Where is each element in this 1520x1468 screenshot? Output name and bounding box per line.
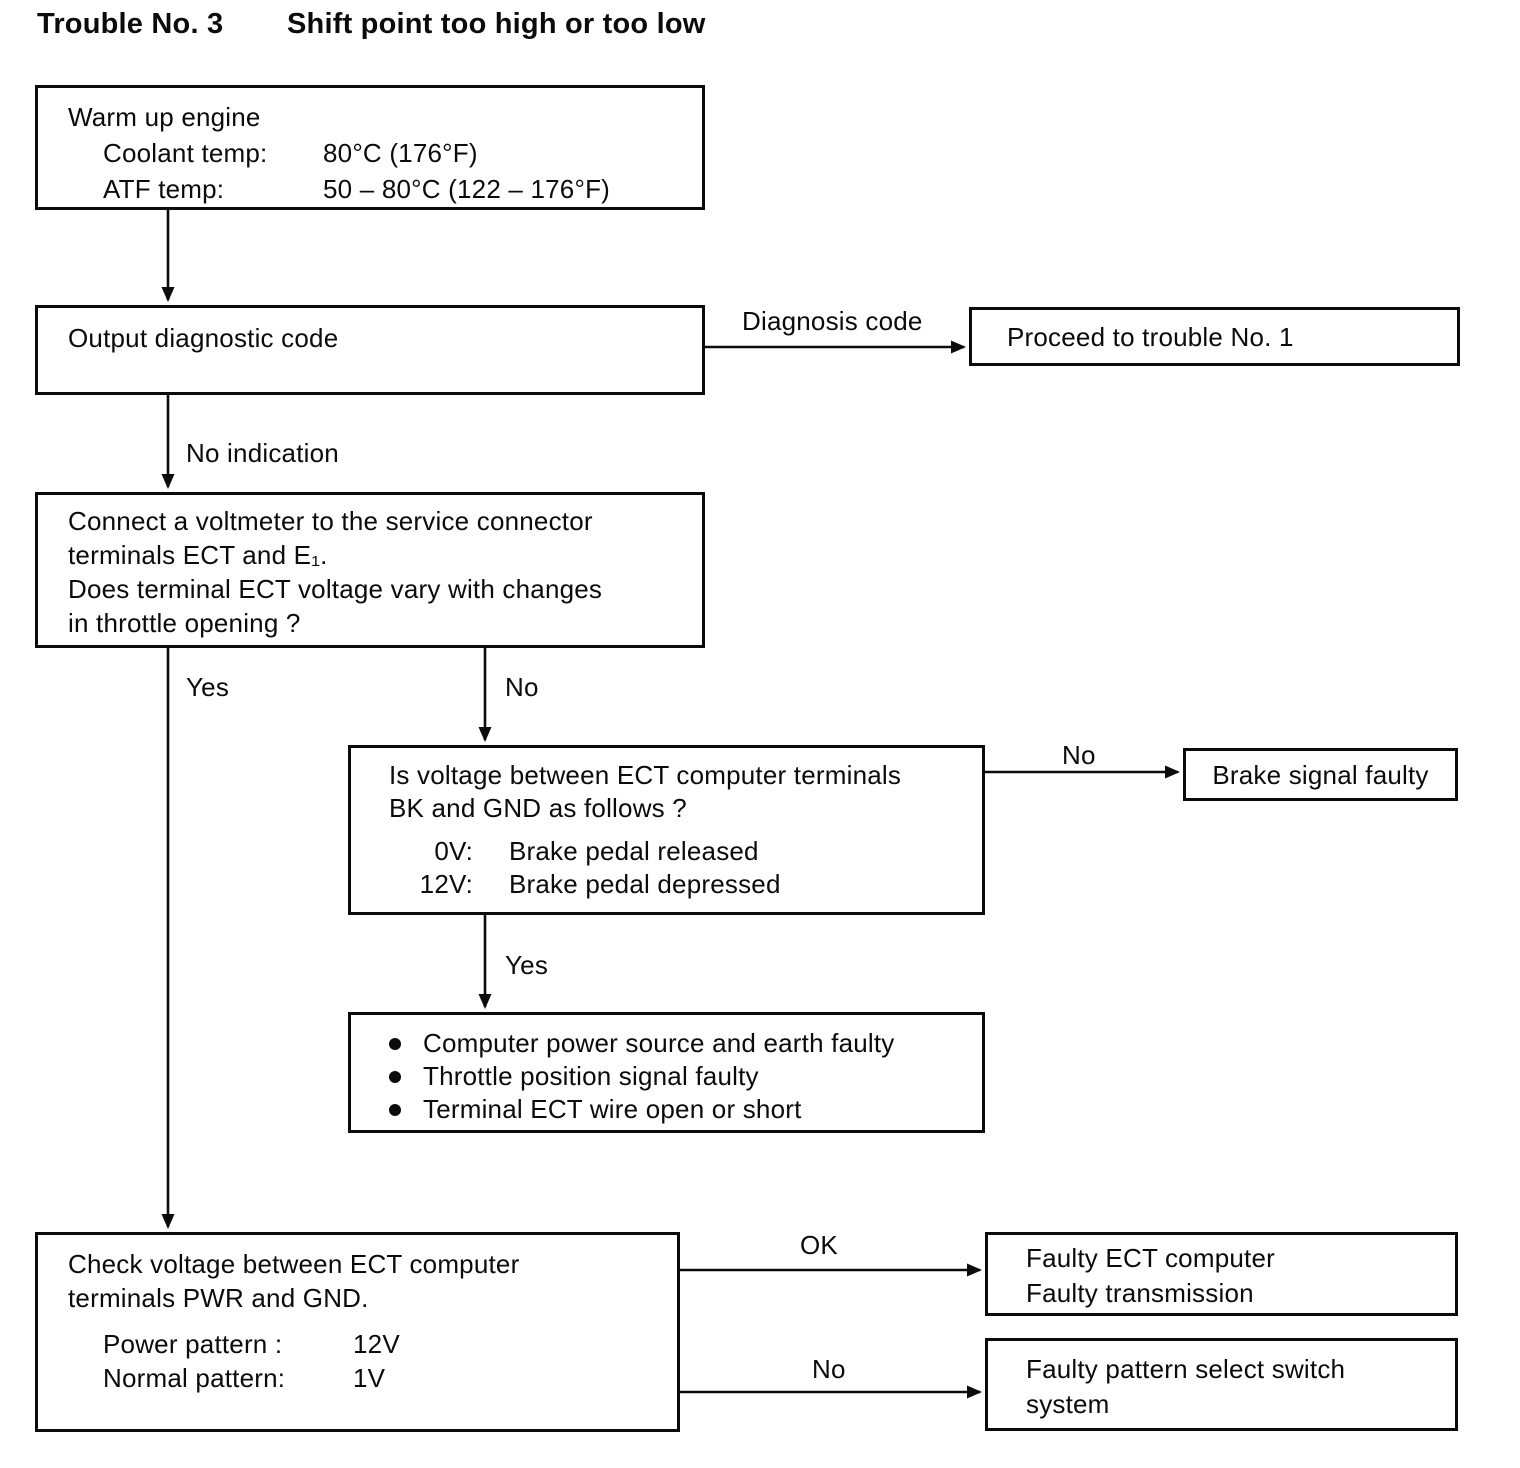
power-pattern-label: Power pattern : [103, 1329, 283, 1359]
voltmeter-line-1: Connect a voltmeter to the service conne… [68, 506, 593, 536]
edge-label-no-voltmeter: No [505, 672, 539, 702]
pwr-gnd-row-power: Power pattern : 12V [38, 1327, 677, 1361]
edge-label-no-indication: No indication [186, 438, 339, 468]
pwr-gnd-value-rows: Power pattern : 12V Normal pattern: 1V [38, 1327, 677, 1395]
bk-gnd-0v-value: Brake pedal released [509, 836, 759, 866]
normal-pattern-value: 1V [353, 1363, 386, 1393]
flow-node-fault-causes: Computer power source and earth faulty T… [348, 1012, 985, 1133]
coolant-temp-value: 80°C (176°F) [323, 138, 478, 168]
edge-label-diagnosis-code: Diagnosis code [742, 306, 923, 336]
flow-node-proceed-trouble-1: Proceed to trouble No. 1 [969, 307, 1460, 366]
bk-gnd-0v-label: 0V: [434, 836, 473, 866]
bullet-icon [389, 1103, 401, 1116]
faulty-ect-line-2: Faulty transmission [1026, 1278, 1254, 1308]
bk-gnd-12v-value: Brake pedal depressed [509, 869, 781, 899]
coolant-temp-label: Coolant temp: [103, 138, 268, 168]
output-code-text: Output diagnostic code [68, 323, 339, 353]
atf-temp-label: ATF temp: [103, 174, 225, 204]
cause-item: Computer power source and earth faulty [351, 1027, 982, 1060]
pwr-gnd-row-normal: Normal pattern: 1V [38, 1361, 677, 1395]
cause-item: Throttle position signal faulty [351, 1060, 982, 1093]
bk-gnd-row-0v: 0V: Brake pedal released [351, 835, 982, 868]
bk-gnd-line-2: BK and GND as follows ? [389, 793, 687, 823]
normal-pattern-label: Normal pattern: [103, 1363, 286, 1393]
cause-item-text: Throttle position signal faulty [423, 1061, 759, 1091]
page-title-number: Trouble No. 3 [37, 8, 224, 40]
bk-gnd-value-rows: 0V: Brake pedal released 12V: Brake peda… [351, 835, 982, 901]
edge-label-yes-bkgnd: Yes [505, 950, 549, 980]
voltmeter-line-2: terminals ECT and E₁. [68, 540, 328, 570]
proceed-text: Proceed to trouble No. 1 [1007, 321, 1294, 352]
page-title-text: Shift point too high or too low [287, 8, 706, 40]
flow-node-connect-voltmeter: Connect a voltmeter to the service conne… [35, 492, 705, 648]
voltmeter-line-3: Does terminal ECT voltage vary with chan… [68, 574, 603, 604]
power-pattern-value: 12V [353, 1329, 400, 1359]
cause-item: Terminal ECT wire open or short [351, 1093, 982, 1126]
warm-up-row-coolant: Coolant temp: 80°C (176°F) [68, 135, 702, 171]
voltmeter-line-4: in throttle opening ? [68, 608, 301, 638]
bk-gnd-line-1: Is voltage between ECT computer terminal… [389, 760, 902, 790]
flow-node-brake-signal-faulty: Brake signal faulty [1183, 748, 1458, 801]
faulty-pattern-line-1: Faulty pattern select switch [1026, 1354, 1346, 1384]
flow-node-warm-up-engine: Warm up engine Coolant temp: 80°C (176°F… [35, 85, 705, 210]
edge-label-no-bkgnd: No [1062, 740, 1096, 770]
flow-node-faulty-ect-computer: Faulty ECT computer Faulty transmission [985, 1232, 1458, 1316]
edge-label-no-pwr: No [812, 1354, 846, 1384]
edge-label-ok-pwr: OK [800, 1230, 838, 1260]
pwr-gnd-line-1: Check voltage between ECT computer [68, 1249, 520, 1279]
brake-faulty-text: Brake signal faulty [1212, 759, 1429, 790]
flow-node-output-diagnostic-code: Output diagnostic code [35, 305, 705, 395]
cause-item-text: Computer power source and earth faulty [423, 1028, 895, 1058]
cause-item-text: Terminal ECT wire open or short [423, 1094, 802, 1124]
bullet-icon [389, 1070, 401, 1083]
edge-label-yes-voltmeter: Yes [186, 672, 230, 702]
flow-node-faulty-pattern-select: Faulty pattern select switch system [985, 1338, 1458, 1431]
warm-up-row-atf: ATF temp: 50 – 80°C (122 – 176°F) [68, 171, 702, 207]
faulty-ect-line-1: Faulty ECT computer [1026, 1243, 1275, 1273]
bullet-icon [389, 1037, 401, 1050]
bk-gnd-12v-label: 12V: [419, 869, 473, 899]
pwr-gnd-line-2: terminals PWR and GND. [68, 1283, 369, 1313]
warm-up-title: Warm up engine [68, 102, 261, 132]
bk-gnd-row-12v: 12V: Brake pedal depressed [351, 868, 982, 901]
faulty-pattern-line-2: system [1026, 1389, 1110, 1419]
flow-node-bk-gnd-voltage: Is voltage between ECT computer terminal… [348, 745, 985, 915]
flow-node-pwr-gnd-check: Check voltage between ECT computer termi… [35, 1232, 680, 1432]
atf-temp-value: 50 – 80°C (122 – 176°F) [323, 174, 611, 204]
